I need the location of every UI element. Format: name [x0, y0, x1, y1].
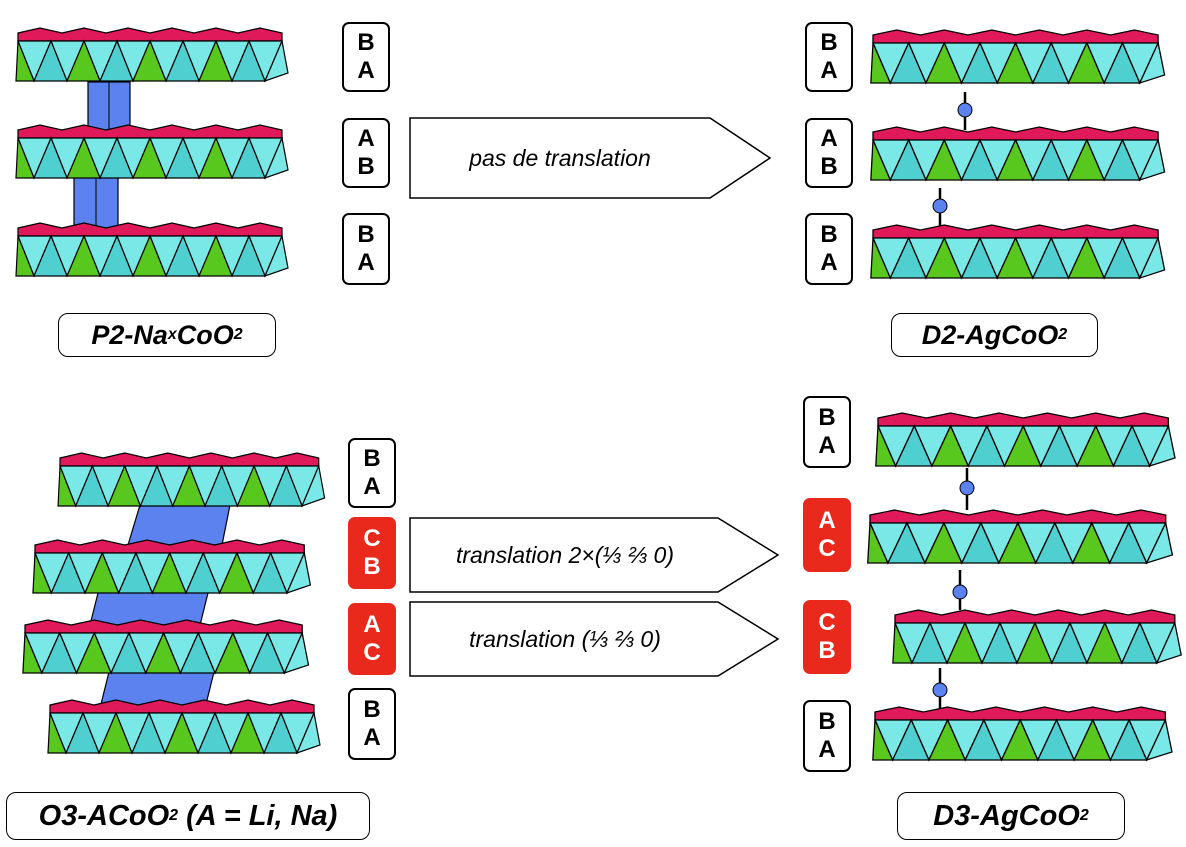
stacking-letter-bottom: A — [363, 724, 381, 751]
stacking-letter-bottom: C — [363, 639, 381, 666]
d3-stacking-box-4: B A — [803, 700, 851, 772]
caption-o3-rest: (A = Li, Na) — [178, 799, 338, 832]
o3-octahedra-interlayer-1 — [127, 504, 231, 546]
o3-stacking-box-2-shifted: C B — [348, 517, 396, 589]
p2-stacking-box-2: A B — [342, 118, 390, 188]
caption-p2-sub-x: x — [167, 326, 177, 343]
stacking-letter-top: A — [363, 611, 381, 638]
caption-d2-main: D2-AgCoO — [921, 319, 1059, 350]
arrow-text-p2-to-d2: pas de translation — [469, 144, 651, 171]
stacking-letter-top: B — [818, 708, 836, 735]
o3-slab-2 — [32, 539, 312, 594]
o3-slab-4 — [47, 699, 321, 754]
stacking-letter-top: C — [818, 609, 836, 636]
p2-slab-3 — [15, 222, 289, 277]
d3-slab-2 — [867, 509, 1174, 564]
stacking-letter-bottom: A — [818, 432, 836, 459]
d3-stacking-box-1: B A — [803, 396, 851, 468]
d3-stacking-box-2-shifted: A C — [803, 498, 851, 572]
stacking-letter-top: B — [820, 29, 838, 56]
p2-stacking-box-3: B A — [342, 213, 390, 285]
d2-slab-3 — [870, 224, 1166, 279]
arrow-text-o3-to-d3-upper: translation 2×(⅓ ⅔ 0) — [456, 541, 674, 568]
p2-structure — [15, 27, 289, 277]
caption-p2-mid: CoO — [176, 319, 234, 350]
d2-slab-2 — [870, 126, 1166, 181]
d3-ag-atom-3 — [932, 682, 948, 698]
p2-stacking-box-1: B A — [342, 22, 390, 92]
arrow-p2-to-d2 — [409, 117, 772, 199]
stacking-letter-bottom: A — [820, 57, 838, 84]
d3-stacking-box-3-shifted: C B — [803, 600, 851, 674]
o3-slab-1 — [57, 452, 326, 507]
stacking-letter-bottom: C — [818, 535, 836, 562]
o3-slab-3 — [22, 619, 310, 674]
caption-o3-main: O3-ACoO — [38, 799, 170, 832]
caption-d2-sub: 2 — [1058, 326, 1068, 343]
caption-p2-main: P2-Na — [91, 319, 168, 350]
stacking-letter-top: B — [357, 29, 375, 56]
stacking-letter-bottom: A — [820, 249, 838, 276]
d2-stacking-box-1: B A — [805, 22, 853, 92]
stacking-letter-top: B — [357, 221, 375, 248]
d2-structure — [870, 29, 1166, 279]
stacking-letter-top: C — [363, 525, 381, 552]
d2-stacking-box-2: A B — [805, 118, 853, 188]
d2-slab-1 — [870, 29, 1166, 84]
stacking-letter-top: B — [818, 404, 836, 431]
stacking-letter-top: B — [363, 445, 381, 472]
stacking-letter-top: B — [820, 221, 838, 248]
p2-slab-2 — [15, 124, 289, 179]
stacking-letter-bottom: B — [818, 637, 836, 664]
d3-slab-4 — [872, 706, 1173, 761]
stacking-letter-bottom: B — [820, 153, 838, 180]
d3-ag-atom-1 — [959, 480, 975, 496]
arrow-text-o3-to-d3-lower: translation (⅓ ⅔ 0) — [469, 625, 661, 652]
o3-stacking-box-1: B A — [348, 438, 396, 508]
stacking-letter-bottom: A — [818, 736, 836, 763]
arrow-o3-to-d3-lower — [409, 601, 780, 677]
stacking-letter-bottom: A — [357, 249, 375, 276]
stacking-letter-bottom: A — [357, 57, 375, 84]
d3-ag-atom-2 — [952, 584, 968, 600]
caption-d3-sub: 2 — [1079, 807, 1089, 824]
stacking-letter-bottom: A — [363, 473, 381, 500]
o3-structure — [22, 452, 326, 754]
p2-slab-1 — [15, 27, 289, 82]
d3-slab-1 — [875, 412, 1176, 467]
o3-stacking-box-3-shifted: A C — [348, 603, 396, 675]
arrow-o3-to-d3-upper — [409, 517, 780, 593]
stacking-letter-bottom: B — [357, 153, 375, 180]
d2-stacking-box-3: B A — [805, 213, 853, 285]
caption-d3-main: D3-AgCoO — [933, 799, 1080, 832]
stacking-letter-top: A — [820, 125, 838, 152]
stacking-letter-bottom: B — [363, 553, 381, 580]
caption-o3-sub: 2 — [169, 807, 179, 824]
d3-slab-3 — [892, 609, 1182, 664]
d2-ag-atom-1 — [957, 102, 973, 118]
stacking-letter-top: B — [363, 696, 381, 723]
caption-p2-sub-2: 2 — [233, 326, 243, 343]
stacking-letter-top: A — [818, 507, 836, 534]
d3-structure — [867, 412, 1182, 761]
d2-ag-atom-2 — [932, 198, 948, 214]
stacking-letter-top: A — [357, 125, 375, 152]
o3-stacking-box-4: B A — [348, 688, 396, 760]
